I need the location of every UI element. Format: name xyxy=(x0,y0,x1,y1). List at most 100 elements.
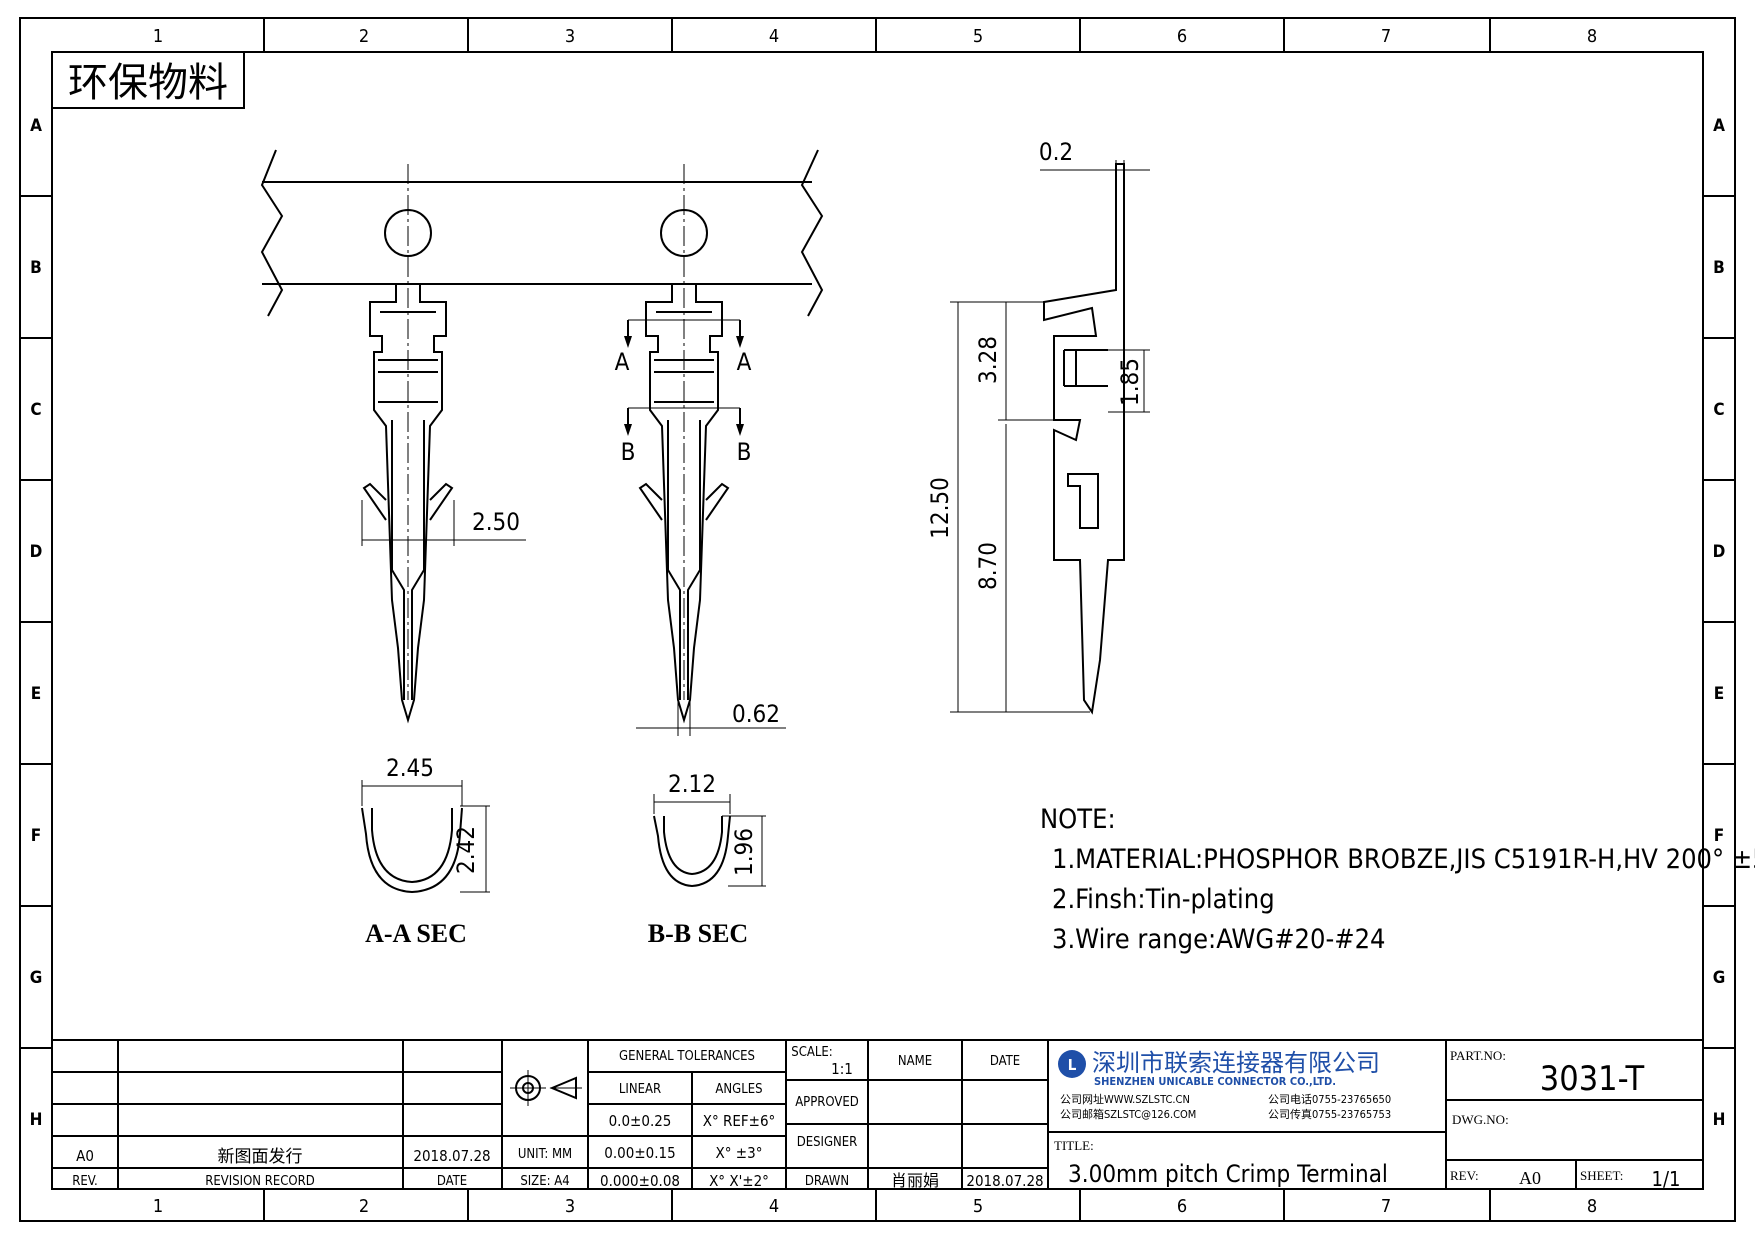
note-item: 2.Finsh:Tin-plating xyxy=(1052,884,1275,915)
company-phone: 公司电话0755-23765650 xyxy=(1268,1093,1391,1106)
zone-col-label: 8 xyxy=(1587,26,1597,47)
section-mark-b: B xyxy=(737,438,752,466)
revision-row-rev: A0 xyxy=(76,1147,94,1165)
date-label: DATE xyxy=(990,1054,1020,1069)
dim-sec-b-height: 1.96 xyxy=(730,828,758,876)
zone-row-label: A xyxy=(1713,116,1725,136)
dim-width-a: 2.50 xyxy=(472,508,520,536)
eco-stamp: 环保物料 xyxy=(68,60,228,105)
angle-value: X° X'±2° xyxy=(709,1172,769,1190)
dim-thickness: 0.2 xyxy=(1039,138,1073,166)
zone-row-label: A xyxy=(30,116,42,136)
zone-row-label: G xyxy=(30,968,43,988)
zone-col-label: 4 xyxy=(769,26,779,47)
zone-col-label: 5 xyxy=(973,26,983,47)
inner-frame xyxy=(51,51,1704,1190)
zone-dividers xyxy=(20,18,1735,1221)
zone-row-label: H xyxy=(30,1110,43,1130)
zone-col-label: 3 xyxy=(565,26,575,47)
title-label: TITLE: xyxy=(1054,1138,1094,1153)
side-view xyxy=(950,160,1150,715)
dim-sec-b-width: 2.12 xyxy=(668,770,716,798)
sheet-value: 1/1 xyxy=(1652,1167,1681,1191)
revision-header-rev: REV. xyxy=(72,1174,98,1189)
zone-col-label: 3 xyxy=(565,1196,575,1217)
zone-row-label: H xyxy=(1713,1110,1726,1130)
angle-value: X° REF±6° xyxy=(703,1112,776,1130)
zone-row-label: F xyxy=(31,826,41,846)
name-label: NAME xyxy=(898,1054,932,1069)
unit-label: UNIT: MM xyxy=(518,1147,572,1162)
revision-row-date: 2018.07.28 xyxy=(413,1147,490,1165)
dim-sec-a-height: 2.42 xyxy=(452,826,480,874)
revision-header-record: REVISION RECORD xyxy=(205,1174,315,1189)
drawn-label: DRAWN xyxy=(805,1174,849,1189)
linear-value: 0.0±0.25 xyxy=(609,1112,672,1130)
zone-col-label: 6 xyxy=(1177,1196,1187,1217)
zone-row-label: D xyxy=(1713,542,1726,562)
linear-value: 0.00±0.15 xyxy=(604,1144,675,1162)
zone-row-label: C xyxy=(1713,400,1724,420)
zone-col-label: 7 xyxy=(1381,1196,1391,1217)
scale-label: SCALE: xyxy=(791,1045,832,1060)
company-fax: 公司传真0755-23765753 xyxy=(1268,1107,1391,1121)
front-view-a xyxy=(260,149,824,724)
angle-value: X° ±3° xyxy=(716,1144,763,1162)
eco-stamp-box xyxy=(51,51,245,109)
zone-row-label: F xyxy=(1714,826,1724,846)
linear-label: LINEAR xyxy=(619,1082,661,1097)
zone-row-label: E xyxy=(1714,684,1724,704)
zone-row-label: G xyxy=(1713,968,1726,988)
drawing-title: 3.00mm pitch Crimp Terminal xyxy=(1068,1160,1388,1188)
dim-pin-length: 8.70 xyxy=(974,542,1002,590)
zone-col-label: 4 xyxy=(769,1196,779,1217)
drawn-name: 肖丽娟 xyxy=(891,1171,939,1190)
part-no-label: PART.NO: xyxy=(1450,1048,1506,1063)
section-label-aa: A-A SEC xyxy=(365,919,467,948)
title-block-grid xyxy=(52,1039,1703,1189)
zone-col-label: 2 xyxy=(359,1196,369,1217)
dwg-no-label: DWG.NO: xyxy=(1452,1112,1509,1127)
rev-label: REV: xyxy=(1450,1168,1479,1183)
section-mark-a: A xyxy=(737,348,752,376)
revision-header-date: DATE xyxy=(437,1174,467,1189)
zone-row-label: B xyxy=(1713,258,1725,278)
rev-value: A0 xyxy=(1519,1168,1541,1188)
revision-row-record: 新图面发行 xyxy=(218,1147,303,1167)
note-item: 1.MATERIAL:PHOSPHOR BROBZE,JIS C5191R-H,… xyxy=(1052,844,1755,875)
scale-value: 1:1 xyxy=(831,1060,853,1078)
angles-label: ANGLES xyxy=(715,1082,762,1097)
notes-title: NOTE: xyxy=(1040,804,1116,835)
section-mark-b: B xyxy=(621,438,636,466)
zone-row-label: B xyxy=(30,258,42,278)
sheet-label: SHEET: xyxy=(1580,1168,1623,1183)
outer-frame xyxy=(19,17,1736,1222)
section-label-bb: B-B SEC xyxy=(648,919,748,948)
company-logo-icon: L xyxy=(1058,1050,1086,1078)
linear-value: 0.000±0.08 xyxy=(600,1172,680,1190)
dim-tip: 0.62 xyxy=(732,700,780,728)
company-name-cn: 深圳市联索连接器有限公司 xyxy=(1092,1049,1380,1077)
company-email: 公司邮箱SZLSTC@126.COM xyxy=(1060,1107,1196,1121)
section-mark-a: A xyxy=(615,348,630,376)
zone-col-label: 1 xyxy=(153,26,163,47)
section-aa xyxy=(361,780,490,894)
note-item: 3.Wire range:AWG#20-#24 xyxy=(1052,924,1385,955)
dim-total-length: 12.50 xyxy=(926,477,954,539)
zone-row-label: C xyxy=(30,400,41,420)
zone-col-label: 8 xyxy=(1587,1196,1597,1217)
size-label: SIZE: A4 xyxy=(520,1174,569,1189)
zone-col-label: 1 xyxy=(153,1196,163,1217)
projection-symbol-icon xyxy=(510,1070,582,1106)
dim-window: 1.85 xyxy=(1116,358,1144,406)
dim-crimp-length: 3.28 xyxy=(974,336,1002,384)
zone-col-label: 7 xyxy=(1381,26,1391,47)
drawn-date: 2018.07.28 xyxy=(966,1172,1043,1190)
part-no: 3031-T xyxy=(1540,1059,1645,1099)
general-tolerances-label: GENERAL TOLERANCES xyxy=(619,1049,755,1064)
section-bb xyxy=(653,794,766,888)
front-view-b xyxy=(624,164,786,736)
approved-label: APPROVED xyxy=(795,1095,859,1110)
zone-col-label: 5 xyxy=(973,1196,983,1217)
